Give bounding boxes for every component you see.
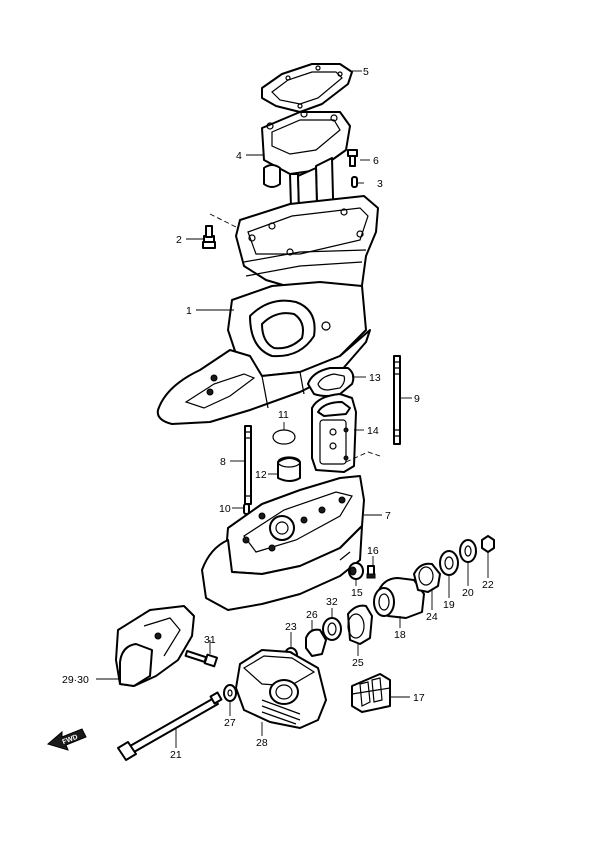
bolt-part-6 (347, 149, 358, 167)
callout-7: 7 (385, 510, 391, 522)
callout-28: 28 (256, 737, 268, 749)
callout-11: 11 (278, 409, 289, 421)
callout-21: 21 (170, 749, 182, 761)
lower-housing-part-7 (201, 451, 381, 611)
callout-15: 15 (351, 587, 363, 599)
bolt-part-2 (202, 213, 249, 249)
gasket-part-5 (261, 63, 353, 113)
stud-part-9 (393, 355, 401, 445)
callout-9: 9 (414, 393, 420, 405)
cover-part-29-30 (115, 605, 195, 687)
callout-8: 8 (220, 456, 226, 468)
callout-29-30: 29·30 (62, 674, 89, 686)
callout-3: 3 (377, 178, 383, 190)
callout-19: 19 (443, 599, 455, 611)
callout-labels: 5 4 6 3 2 1 13 9 11 14 8 12 10 7 16 15 2… (62, 66, 494, 761)
washer-part-19 (439, 550, 459, 576)
callout-20: 20 (462, 587, 474, 599)
callout-27: 27 (224, 717, 236, 729)
callout-16: 16 (367, 545, 379, 557)
callout-24: 24 (426, 611, 438, 623)
callout-4: 4 (236, 150, 242, 162)
through-bolt-part-21 (117, 691, 223, 761)
circlip-part-11 (272, 429, 296, 445)
rubber-mount-part-18 (373, 577, 425, 619)
callout-32: 32 (326, 596, 338, 608)
bushing-part-12 (277, 456, 301, 482)
callout-1: 1 (186, 305, 192, 317)
callout-22: 22 (482, 579, 494, 591)
callout-12: 12 (255, 469, 267, 481)
bolt-part-31 (184, 650, 218, 668)
spacer-part-26 (305, 628, 327, 657)
callout-25: 25 (352, 657, 364, 669)
callout-14: 14 (367, 425, 379, 437)
clamp-bracket-part-28 (235, 649, 327, 729)
screw-part-16 (366, 565, 376, 579)
mount-pad-part-17 (351, 673, 391, 713)
ring-part-32 (322, 617, 342, 641)
gasket-part-13 (307, 367, 355, 397)
callout-6: 6 (373, 155, 379, 167)
callout-17: 17 (413, 692, 425, 704)
callout-10: 10 (219, 503, 231, 515)
forward-direction-arrow: FWD (46, 728, 87, 751)
washer-part-27 (223, 684, 237, 702)
washer-part-20 (459, 539, 477, 563)
leader-lines (96, 70, 489, 748)
callout-2: 2 (176, 234, 182, 246)
callout-23: 23 (285, 621, 297, 633)
callout-26: 26 (306, 609, 318, 621)
fwd-text: FWD (62, 734, 79, 746)
callout-31: 31 (204, 634, 216, 646)
exhaust-tube-part-4 (261, 110, 351, 247)
stud-part-8 (244, 425, 252, 505)
callout-18: 18 (394, 629, 406, 641)
callout-13: 13 (369, 372, 381, 384)
grommet-part-15 (348, 562, 364, 580)
drive-shaft-housing-part-1 (156, 195, 379, 425)
nut-part-22 (481, 535, 495, 553)
water-guide-part-14 (311, 393, 357, 473)
pin-part-3 (351, 176, 358, 188)
mount-part-25 (347, 604, 373, 645)
callout-5: 5 (363, 66, 369, 78)
mount-cap-part-24 (413, 562, 441, 593)
